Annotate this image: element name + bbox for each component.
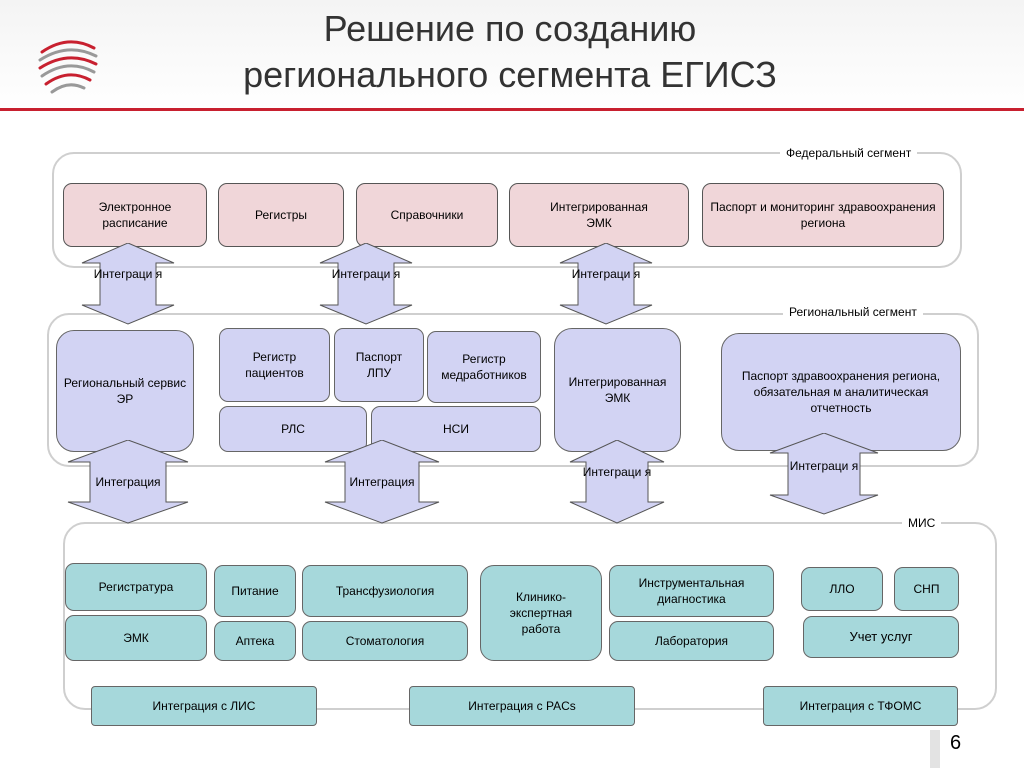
regional-box-medstaff: Регистр медработников (427, 331, 541, 403)
mis-box-services: Учет услуг (803, 616, 959, 658)
mis-box-clinical-label: Клинико-экспертная работа (509, 590, 573, 636)
integration-arrow-7 (769, 433, 879, 515)
mis-box-pacs: Интеграция с PACs (409, 686, 635, 726)
integration-arrow-1 (81, 243, 175, 325)
mis-box-laboratory-label: Лаборатория (654, 634, 729, 648)
integration-label-7: Интеграци я (789, 459, 859, 473)
mis-box-clinical: Клинико-экспертная работа (480, 565, 602, 661)
mis-box-pitanie: Питание (214, 565, 296, 617)
mis-segment-label: МИС (902, 516, 942, 530)
mis-box-dentistry-label: Стоматология (345, 634, 425, 648)
mis-box-tfoms: Интеграция с ТФОМС (763, 686, 958, 726)
mis-box-apteka-label: Аптека (235, 634, 275, 648)
mis-box-lis: Интеграция с ЛИС (91, 686, 317, 726)
page-number-bar (930, 730, 940, 768)
integration-arrow-2 (319, 243, 413, 325)
integration-arrow-4 (67, 440, 189, 524)
mis-box-registratura-label: Регистратура (98, 580, 174, 594)
regional-box-rls: РЛС (219, 406, 367, 452)
mis-box-emk: ЭМК (65, 615, 207, 661)
regional-box-medstaff-label: Регистр медработников (441, 352, 527, 382)
federal-box-passport: Паспорт и мониторинг здравоохранения рег… (702, 183, 944, 247)
integration-arrow-6 (569, 440, 665, 524)
mis-box-instrumental-label: Инструментальная диагностика (638, 576, 745, 606)
regional-box-patients-label: Регистр пациентов (245, 350, 304, 380)
mis-box-snp-label: СНП (913, 582, 940, 596)
title-line-1: Решение по созданию (323, 8, 697, 49)
mis-box-tfoms-label: Интеграция с ТФОМС (799, 699, 922, 713)
mis-box-snp: СНП (894, 567, 959, 611)
federal-box-registers: Регистры (218, 183, 344, 247)
regional-box-nsi: НСИ (371, 406, 541, 452)
mis-box-laboratory: Лаборатория (609, 621, 774, 661)
mis-box-services-label: Учет услуг (849, 629, 913, 644)
mis-box-pitanie-label: Питание (231, 584, 279, 598)
federal-box-schedule: Электронное расписание (63, 183, 207, 247)
regional-box-rls-label: РЛС (281, 422, 305, 436)
mis-box-lis-label: Интеграция с ЛИС (152, 699, 256, 713)
regional-box-patients: Регистр пациентов (219, 328, 330, 402)
integration-label-4: Интеграция (95, 475, 161, 489)
regional-box-passport: Паспорт здравоохранения региона, обязате… (721, 333, 961, 451)
page-number: 6 (950, 732, 962, 754)
mis-box-llo: ЛЛО (801, 567, 883, 611)
integration-label-5: Интеграция (349, 475, 415, 489)
mis-box-transfusion-label: Трансфузиология (335, 584, 435, 598)
integration-label-1: Интеграци я (93, 267, 163, 281)
federal-segment-label: Федеральный сегмент (780, 146, 918, 160)
integration-arrow-3 (559, 243, 653, 325)
regional-box-nsi-label: НСИ (443, 422, 469, 436)
federal-box-references-label: Справочники (390, 208, 464, 222)
regional-segment-label: Региональный сегмент (783, 305, 923, 319)
integration-label-3: Интеграци я (571, 267, 641, 281)
regional-box-passport-lpu-label: Паспорт ЛПУ (355, 350, 403, 380)
mis-box-registratura: Регистратура (65, 563, 207, 611)
integration-label-2: Интеграци я (331, 267, 401, 281)
federal-box-schedule-label: Электронное расписание (98, 200, 172, 230)
regional-box-emk-label: Интегрированная ЭМК (568, 375, 667, 405)
page-title: Решение по созданию регионального сегмен… (150, 6, 870, 98)
mis-box-llo-label: ЛЛО (829, 582, 855, 596)
mis-box-apteka: Аптека (214, 621, 296, 661)
mis-box-dentistry: Стоматология (302, 621, 468, 661)
regional-box-er-service-label: Региональный сервис ЭР (63, 376, 187, 406)
mis-box-pacs-label: Интеграция с PACs (468, 699, 576, 713)
federal-box-passport-label: Паспорт и мониторинг здравоохранения рег… (710, 200, 936, 230)
company-logo (38, 40, 98, 94)
regional-box-passport-label: Паспорт здравоохранения региона, обязате… (741, 369, 941, 415)
integration-arrow-5 (324, 440, 440, 524)
regional-box-passport-lpu: Паспорт ЛПУ (334, 328, 424, 402)
regional-box-emk: Интегрированная ЭМК (554, 328, 681, 452)
mis-box-instrumental: Инструментальная диагностика (609, 565, 774, 617)
header-divider (0, 108, 1024, 111)
regional-box-er-service: Региональный сервис ЭР (56, 330, 194, 452)
federal-box-emk-label: Интегрированная ЭМК (550, 200, 648, 230)
mis-box-emk-label: ЭМК (123, 631, 149, 645)
integration-label-6: Интеграци я (582, 465, 652, 479)
mis-box-transfusion: Трансфузиология (302, 565, 468, 617)
header-background (0, 0, 1024, 110)
federal-box-references: Справочники (356, 183, 498, 247)
federal-box-registers-label: Регистры (254, 208, 308, 222)
federal-box-emk: Интегрированная ЭМК (509, 183, 689, 247)
title-line-2: регионального сегмента ЕГИСЗ (243, 54, 777, 95)
